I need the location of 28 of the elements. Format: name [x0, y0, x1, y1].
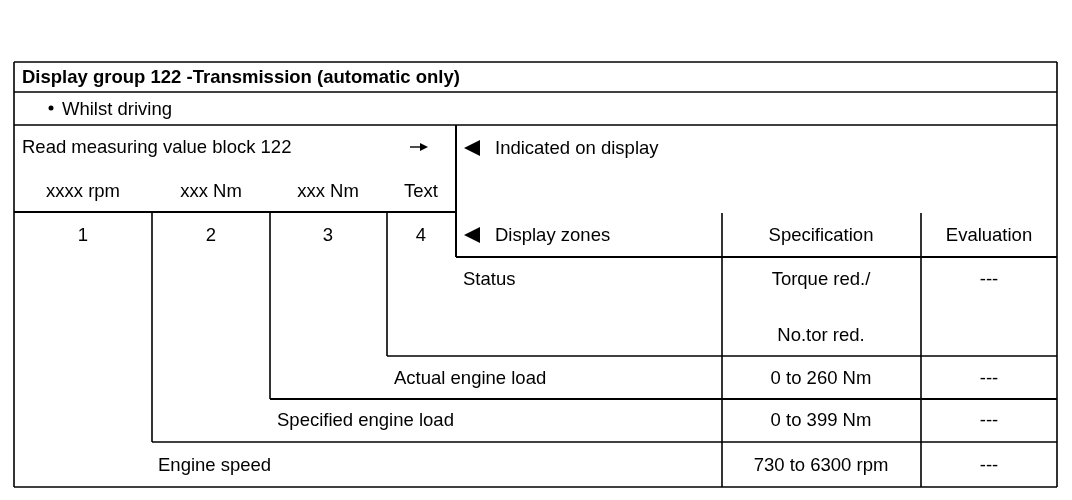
- evaluation-value: ---: [979, 268, 999, 290]
- row-label: Specified engine load: [277, 409, 454, 431]
- specification-value: 730 to 6300 rpm: [753, 454, 889, 476]
- evaluation-value: ---: [979, 367, 999, 389]
- zone-number: 4: [415, 224, 427, 246]
- column-heading: Indicated on display: [495, 137, 659, 159]
- unit-text: xxxx rpm: [46, 180, 120, 202]
- table-title: Display group 122 -Transmission (automatic only): [22, 66, 460, 88]
- condition-text: Whilst driving: [62, 98, 172, 120]
- unit-text: Text: [404, 180, 438, 202]
- zone-number: 2: [205, 224, 217, 246]
- column-heading: Read measuring value block 122: [22, 136, 292, 158]
- zone-number: 1: [77, 224, 89, 246]
- row-label: Engine speed: [158, 454, 272, 476]
- specification-value: 0 to 260 Nm: [770, 367, 872, 389]
- column-heading: Display zones: [495, 224, 611, 246]
- row-label: Actual engine load: [394, 367, 547, 389]
- unit-text: xxx Nm: [180, 180, 242, 202]
- zone-number: 3: [322, 224, 334, 246]
- row-label: Status: [463, 268, 516, 290]
- column-heading: Evaluation: [945, 224, 1033, 246]
- specification-value: 0 to 399 Nm: [770, 409, 872, 431]
- specification-value: No.tor red.: [777, 324, 865, 346]
- evaluation-value: ---: [979, 409, 999, 431]
- evaluation-value: ---: [979, 454, 999, 476]
- specification-value: Torque red./: [771, 268, 871, 290]
- column-heading: Specification: [768, 224, 874, 246]
- unit-text: xxx Nm: [297, 180, 359, 202]
